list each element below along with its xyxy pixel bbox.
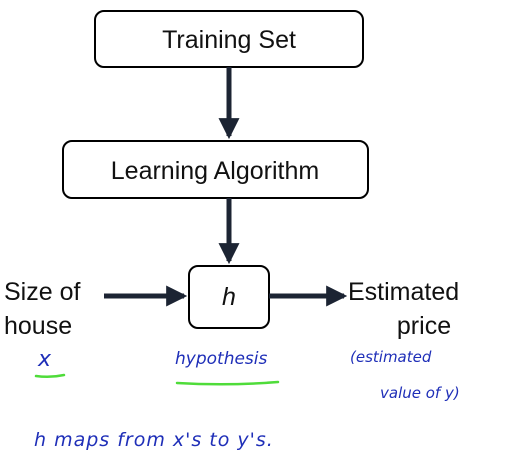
input-label-line2: house [4,312,72,340]
hypothesis-node: h [188,265,270,329]
learning-algorithm-node: Learning Algorithm [62,140,369,199]
learning-algorithm-label: Learning Algorithm [111,157,319,185]
hypothesis-note: hypothesis [175,349,268,369]
input-label-line1: Size of [4,278,80,306]
training-set-node: Training Set [94,10,364,68]
estimate-note-line2: value of y) [380,384,460,402]
hypothesis-note-underline [175,380,280,386]
maps-note: h maps from x's to y's. [34,429,274,451]
training-set-label: Training Set [162,26,296,54]
x-note-underline [34,373,66,379]
hypothesis-label: h [222,283,236,311]
output-label-line2: price [397,312,451,340]
estimate-note-line1: (estimated [350,348,432,366]
x-note: x [37,347,52,372]
output-label-line1: Estimated [348,278,459,306]
learning-algorithm-box [62,140,369,199]
